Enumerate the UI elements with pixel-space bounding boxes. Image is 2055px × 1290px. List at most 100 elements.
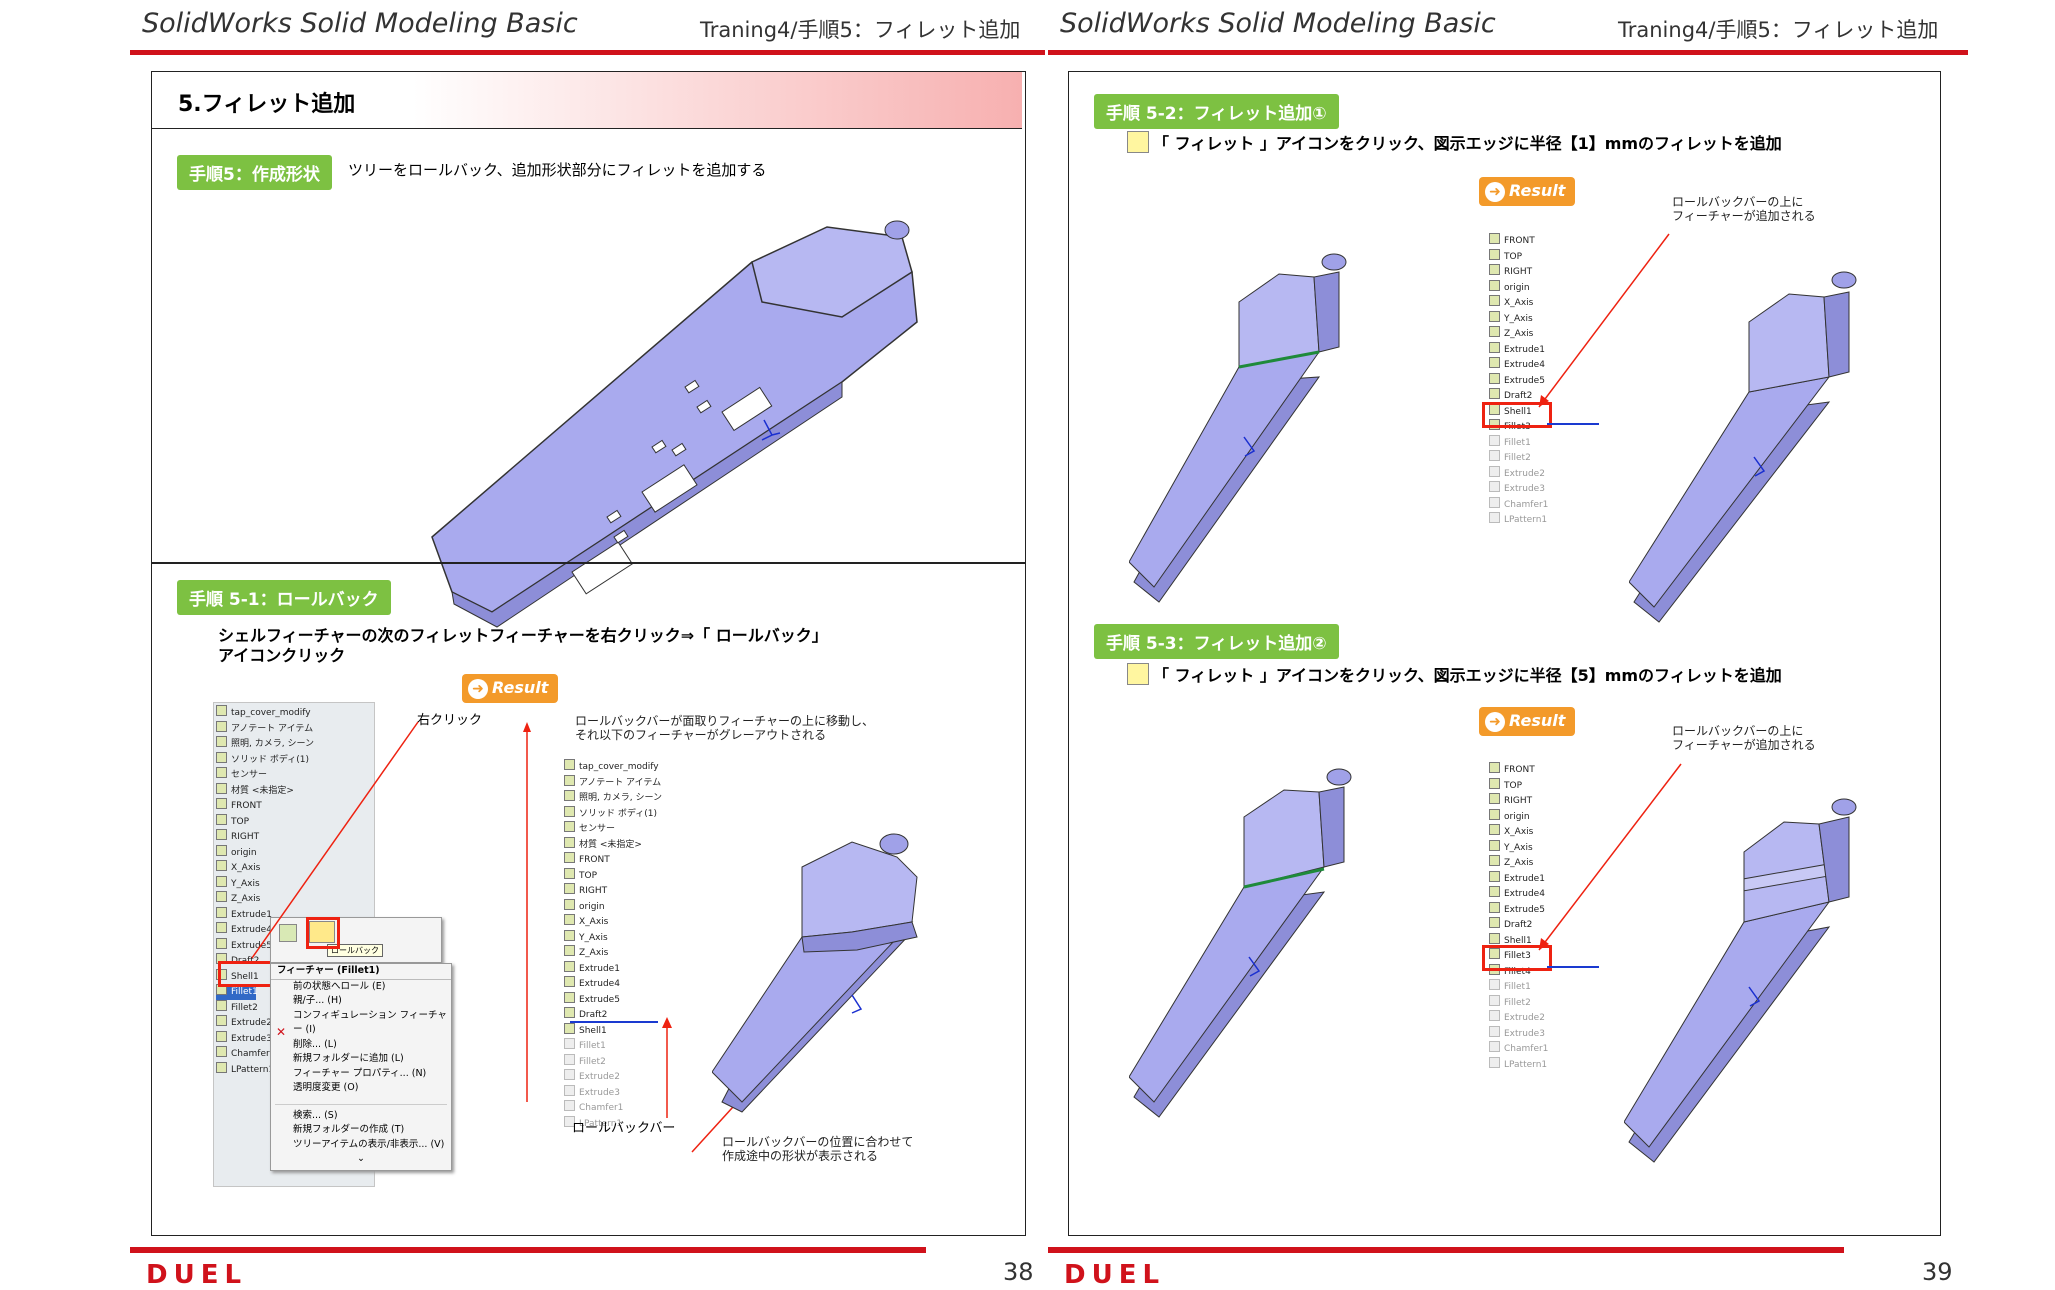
tree-item[interactable]: 照明, カメラ, シーン xyxy=(216,736,314,752)
tree-item[interactable]: tap_cover_modify xyxy=(564,759,662,775)
tree-item[interactable]: TOP xyxy=(1489,248,1548,265)
menu-expand-chevron-icon[interactable]: ⌄ xyxy=(357,1153,365,1164)
tree-item[interactable]: origin xyxy=(564,898,662,915)
tree-item[interactable]: FRONT xyxy=(216,798,314,814)
tree-item[interactable]: LPattern1 xyxy=(216,1061,314,1078)
tree-item[interactable]: Draft2 xyxy=(1489,917,1548,933)
tree-item[interactable]: Y_Axis xyxy=(216,875,314,892)
tree-item[interactable]: アノテート アイテム xyxy=(564,774,662,791)
tree-item[interactable]: origin xyxy=(1489,279,1548,296)
tree-item[interactable]: FRONT xyxy=(564,852,662,868)
tree-item-grayed[interactable]: LPattern1 xyxy=(1489,512,1548,528)
tree-item[interactable]: RIGHT xyxy=(1489,793,1548,809)
tree-item-grayed[interactable]: Extrude3 xyxy=(1489,1025,1548,1042)
tree-item[interactable]: FRONT xyxy=(1489,762,1548,778)
tree-item-grayed[interactable]: Extrude3 xyxy=(1489,481,1548,497)
menu-item[interactable]: 透明度変更 (O) xyxy=(293,1082,359,1093)
tree-item[interactable]: Extrude5 xyxy=(216,937,314,954)
tree-item[interactable]: Chamfer1 xyxy=(216,1046,314,1062)
tree-item-grayed[interactable]: Fillet1 xyxy=(1489,979,1548,995)
rollback-bar[interactable] xyxy=(1547,966,1599,968)
tree-item[interactable]: Fillet2 xyxy=(216,999,314,1016)
tree-item-grayed[interactable]: Fillet2 xyxy=(1489,450,1548,466)
tree-item[interactable]: Extrude4 xyxy=(564,976,662,992)
menu-item-delete[interactable]: 削除... (L) xyxy=(293,1038,337,1050)
tree-item-grayed[interactable]: LPattern1 xyxy=(564,1115,662,1132)
tree-item[interactable]: Y_Axis xyxy=(1489,310,1548,327)
tree-item[interactable]: TOP xyxy=(1489,777,1548,794)
tree-item-grayed[interactable]: LPattern1 xyxy=(1489,1056,1548,1073)
tree-item[interactable]: Z_Axis xyxy=(1489,326,1548,342)
tree-item-grayed[interactable]: Extrude2 xyxy=(1489,465,1548,482)
tree-item[interactable]: Shell1 xyxy=(216,968,314,985)
tree-item[interactable]: Draft2 xyxy=(1489,388,1548,404)
tree-item[interactable]: Extrude1 xyxy=(216,906,314,923)
tree-item[interactable]: Extrude4 xyxy=(1489,357,1548,373)
tree-item[interactable]: Extrude1 xyxy=(1489,870,1548,887)
tree-item[interactable]: Extrude3 xyxy=(216,1030,314,1047)
tree-item[interactable]: 照明, カメラ, シーン xyxy=(564,790,662,806)
tree-item[interactable]: Extrude2 xyxy=(216,1015,314,1031)
tree-item[interactable]: Draft2 xyxy=(564,1007,662,1023)
menu-item[interactable]: コンフィギュレーション フィーチャー (I) xyxy=(293,1009,447,1036)
menu-item[interactable]: 新規フォルダーの作成 (T) xyxy=(293,1124,405,1135)
tree-item[interactable]: Y_Axis xyxy=(564,929,662,946)
tree-item[interactable]: RIGHT xyxy=(216,829,314,845)
fillet-mini-icon[interactable] xyxy=(279,924,297,942)
feature-tree-left: tap_cover_modify アノテート アイテム 照明, カメラ, シーン… xyxy=(216,705,314,1077)
tree-item[interactable]: Shell1 xyxy=(564,1022,662,1039)
tree-item[interactable]: Shell1 xyxy=(1489,932,1548,949)
tree-item[interactable]: Extrude4 xyxy=(216,922,314,938)
tree-item-grayed[interactable]: Fillet2 xyxy=(564,1053,662,1070)
tree-item[interactable]: アノテート アイテム xyxy=(216,720,314,737)
tree-item-grayed[interactable]: Chamfer1 xyxy=(1489,1041,1548,1057)
tree-item[interactable]: RIGHT xyxy=(1489,264,1548,280)
tree-item[interactable]: 材質 <未指定> xyxy=(564,836,662,853)
rollback-bar[interactable] xyxy=(1547,423,1599,425)
tree-item[interactable]: FRONT xyxy=(1489,233,1548,249)
tree-item[interactable]: RIGHT xyxy=(564,883,662,899)
tree-item-grayed[interactable]: Fillet1 xyxy=(564,1038,662,1054)
tree-item-grayed[interactable]: Extrude3 xyxy=(564,1084,662,1101)
tree-item[interactable]: Extrude5 xyxy=(1489,372,1548,389)
tree-item[interactable]: X_Axis xyxy=(1489,295,1548,311)
tree-item[interactable]: Extrude1 xyxy=(564,960,662,977)
tree-item[interactable]: Z_Axis xyxy=(1489,855,1548,871)
menu-item[interactable]: 親/子... (H) xyxy=(293,995,342,1006)
tree-item[interactable]: ソリッド ボディ(1) xyxy=(216,751,314,768)
tree-item[interactable]: Y_Axis xyxy=(1489,839,1548,856)
tree-item[interactable]: Z_Axis xyxy=(216,891,314,907)
rollback-bar[interactable] xyxy=(570,1021,658,1023)
tree-item[interactable]: origin xyxy=(216,844,314,861)
menu-item[interactable]: 前の状態へロール (E) xyxy=(293,980,386,992)
tree-item[interactable]: 材質 <未指定> xyxy=(216,782,314,799)
tree-item[interactable]: tap_cover_modify xyxy=(216,705,314,721)
tree-item[interactable]: X_Axis xyxy=(216,860,314,876)
tree-item-fillet1-selected[interactable]: Fillet1 xyxy=(216,984,258,1000)
tree-item[interactable]: TOP xyxy=(216,813,314,830)
tree-item[interactable]: センサー xyxy=(216,767,314,783)
tree-item[interactable]: Extrude4 xyxy=(1489,886,1548,902)
tree-item-grayed[interactable]: Chamfer1 xyxy=(1489,496,1548,513)
menu-item[interactable]: フィーチャー プロパティ... (N) xyxy=(293,1067,427,1079)
tree-item[interactable]: TOP xyxy=(564,867,662,884)
menu-item[interactable]: ツリーアイテムの表示/非表示... (V) xyxy=(293,1138,445,1150)
tree-item-grayed[interactable]: Fillet1 xyxy=(1489,434,1548,451)
tree-item[interactable]: Z_Axis xyxy=(564,945,662,961)
tree-item[interactable]: Fillet3 xyxy=(1489,948,1548,964)
tree-item-grayed[interactable]: Extrude2 xyxy=(564,1069,662,1085)
tree-item[interactable]: Extrude1 xyxy=(1489,341,1548,358)
tree-item[interactable]: Extrude5 xyxy=(564,991,662,1008)
tree-item[interactable]: センサー xyxy=(564,821,662,837)
tree-item[interactable]: ソリッド ボディ(1) xyxy=(564,805,662,822)
tree-item-grayed[interactable]: Fillet2 xyxy=(1489,994,1548,1011)
tree-item[interactable]: X_Axis xyxy=(564,914,662,930)
menu-item[interactable]: 検索... (S) xyxy=(293,1109,338,1121)
tree-item-grayed[interactable]: Extrude2 xyxy=(1489,1010,1548,1026)
tree-item-grayed[interactable]: Chamfer1 xyxy=(564,1100,662,1116)
tree-item[interactable]: X_Axis xyxy=(1489,824,1548,840)
menu-item[interactable]: 新規フォルダーに追加 (L) xyxy=(293,1053,404,1064)
rollback-icon[interactable] xyxy=(309,921,335,943)
tree-item[interactable]: Extrude5 xyxy=(1489,901,1548,918)
tree-item[interactable]: origin xyxy=(1489,808,1548,825)
